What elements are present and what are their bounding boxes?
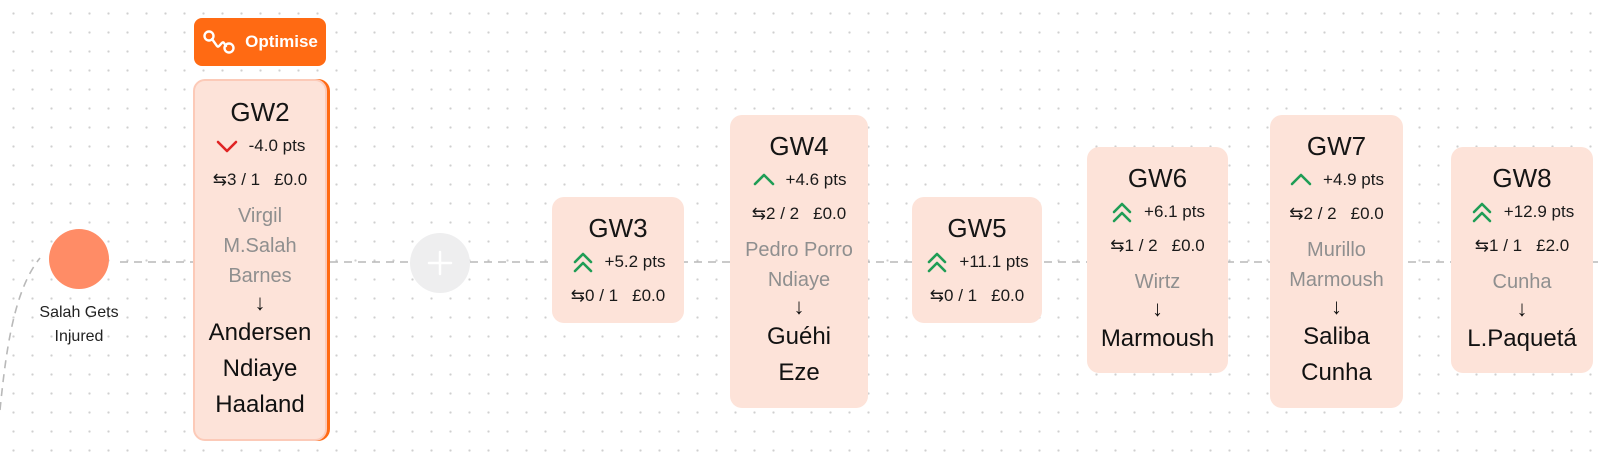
gameweek-title: GW6 <box>1127 163 1188 193</box>
player-out: Pedro Porro <box>745 239 853 261</box>
event-label-line1: Salah Gets <box>39 304 119 321</box>
transfers-count: ⇆2 / 2 <box>751 204 800 223</box>
gameweek-card-gw5[interactable]: GW5 +11.1 pts ⇆0 / 1 £0.0 <box>912 197 1042 323</box>
chevron-down-icon <box>216 140 237 153</box>
player-out: Wirtz <box>1134 271 1181 293</box>
player-in: Cunha <box>1301 359 1372 386</box>
player-out: Ndiaye <box>767 269 831 291</box>
player-out: Cunha <box>1492 271 1552 293</box>
player-out: Barnes <box>228 265 292 287</box>
points-value: +6.1 pts <box>1144 202 1205 221</box>
double-chevron-up-icon <box>928 252 947 273</box>
points-change: -4.0 pts <box>215 129 306 163</box>
points-value: -4.0 pts <box>248 136 306 155</box>
points-value: +4.9 pts <box>1323 170 1384 189</box>
points-change: +6.1 pts <box>1110 195 1205 229</box>
transfer-cost: £0.0 <box>1350 204 1384 223</box>
event-label-line2: Injured <box>54 328 104 345</box>
points-value: +12.9 pts <box>1503 202 1575 221</box>
player-in: Guéhi <box>766 323 832 350</box>
transfer-cost: £0.0 <box>274 170 308 189</box>
transfer-cost: £0.0 <box>813 204 847 223</box>
transfer-cost: £0.0 <box>632 286 666 305</box>
transfer-summary: ⇆2 / 2 £0.0 <box>752 197 846 231</box>
transfer-summary: ⇆2 / 2 £0.0 <box>1289 197 1383 231</box>
transfers-count: ⇆0 / 1 <box>570 286 619 305</box>
transfer-cost: £2.0 <box>1536 236 1570 255</box>
transfer-summary: ⇆3 / 1 £0.0 <box>213 163 307 197</box>
points-change: +4.6 pts <box>752 163 847 197</box>
gameweek-title: GW5 <box>947 213 1007 243</box>
players-in-list: Marmoush <box>1101 321 1214 357</box>
player-in: Ndiaye <box>222 355 298 382</box>
players-out-list: Wirtz <box>1135 267 1181 297</box>
player-in: Haaland <box>215 391 305 418</box>
player-in: L.Paquetá <box>1467 325 1577 352</box>
transfers-count: ⇆0 / 1 <box>929 286 978 305</box>
arrow-down-icon: ↓ <box>254 290 266 315</box>
event-node[interactable] <box>49 229 109 289</box>
gameweek-title: GW4 <box>769 131 829 161</box>
points-change: +5.2 pts <box>571 245 666 279</box>
points-value: +4.6 pts <box>785 170 847 189</box>
player-in: Saliba <box>1303 323 1370 350</box>
gameweek-title: GW7 <box>1306 131 1367 161</box>
points-value: +11.1 pts <box>959 252 1029 271</box>
double-chevron-up-icon <box>1112 202 1132 223</box>
transfer-summary: ⇆1 / 1 £2.0 <box>1475 229 1569 263</box>
points-value: +5.2 pts <box>604 252 666 271</box>
transfers-count: ⇆3 / 1 <box>212 170 261 189</box>
players-out-list: Cunha <box>1493 267 1552 297</box>
add-gameweek-button[interactable] <box>410 233 470 293</box>
player-in: Eze <box>778 359 820 386</box>
gameweek-card-gw3[interactable]: GW3 +5.2 pts ⇆0 / 1 £0.0 <box>552 197 684 323</box>
transfers-count: ⇆1 / 1 <box>1474 236 1523 255</box>
gameweek-title: GW2 <box>230 97 290 127</box>
transfer-cost: £0.0 <box>991 286 1025 305</box>
plus-icon <box>427 250 453 276</box>
points-change: +11.1 pts <box>925 245 1029 279</box>
gameweek-title: GW8 <box>1492 163 1552 193</box>
chevron-up-icon <box>753 173 774 186</box>
player-out: Marmoush <box>1289 269 1384 291</box>
points-change: +4.9 pts <box>1289 163 1384 197</box>
player-in: Marmoush <box>1100 325 1215 352</box>
chevron-up-icon <box>1290 173 1312 186</box>
arrow-down-icon: ↓ <box>793 294 805 319</box>
event-label: Salah Gets Injured <box>20 301 138 349</box>
transfer-summary: ⇆1 / 2 £0.0 <box>1110 229 1204 263</box>
transfer-summary: ⇆0 / 1 £0.0 <box>930 279 1024 313</box>
player-out: M.Salah <box>223 235 297 257</box>
players-in-list: L.Paquetá <box>1467 321 1576 357</box>
player-out: Murillo <box>1307 239 1366 261</box>
transfer-cost: £0.0 <box>1171 236 1205 255</box>
transfers-count: ⇆1 / 2 <box>1110 236 1158 255</box>
double-chevron-up-icon <box>573 252 592 273</box>
arrow-down-icon: ↓ <box>1152 296 1163 321</box>
player-out: Virgil <box>237 205 283 227</box>
double-chevron-up-icon <box>1472 202 1492 223</box>
arrow-down-icon: ↓ <box>1331 294 1342 319</box>
player-in: Andersen <box>208 319 312 346</box>
route-icon <box>203 30 235 54</box>
arrow-down-icon: ↓ <box>1516 296 1528 321</box>
gameweek-title: GW3 <box>588 213 648 243</box>
points-change: +12.9 pts <box>1470 195 1574 229</box>
transfers-count: ⇆2 / 2 <box>1289 204 1337 223</box>
optimise-button-label: Optimise <box>245 32 318 51</box>
branch-connector <box>0 257 41 411</box>
transfer-summary: ⇆0 / 1 £0.0 <box>571 279 665 313</box>
optimise-button[interactable]: Optimise <box>194 18 326 66</box>
